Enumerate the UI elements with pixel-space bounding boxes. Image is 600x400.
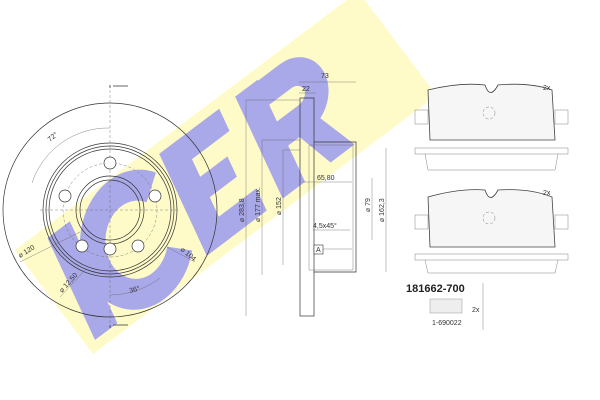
pad-bottom-qty: 2x (543, 190, 551, 197)
label-angle-36: 36° (128, 284, 140, 295)
brake-pad-top (414, 83, 569, 171)
pad-top-qty: 2x (543, 85, 551, 92)
brake-pad-bottom (414, 189, 569, 274)
label-w73: 73 (321, 73, 329, 80)
label-d79: ⌀ 79 (365, 198, 372, 212)
label-angle-72: 72° (46, 130, 59, 143)
label-d2838: ⌀ 283,8 (239, 198, 246, 222)
disc-section-view: 73 22 ⌀ 283,8 ⌀ 177 max. ⌀ 152 65,80 ⌀ 7… (239, 73, 387, 317)
label-datum-a: A (316, 247, 321, 254)
label-chamfer: 4,5x45° (313, 222, 337, 230)
label-h6580: 65,80 (317, 175, 335, 182)
label-d177: ⌀ 177 max. (255, 187, 262, 222)
label-d152: ⌀ 152 (276, 197, 283, 215)
accessory-number: 1-690022 (432, 320, 462, 327)
part-number: 181662-700 (406, 283, 465, 295)
label-w22: 22 (302, 86, 310, 93)
icer-logo (14, 0, 437, 355)
label-d1623: ⌀ 162,3 (379, 198, 386, 222)
accessory-qty: 2x (472, 307, 480, 314)
wear-sensor-icon (429, 298, 463, 314)
